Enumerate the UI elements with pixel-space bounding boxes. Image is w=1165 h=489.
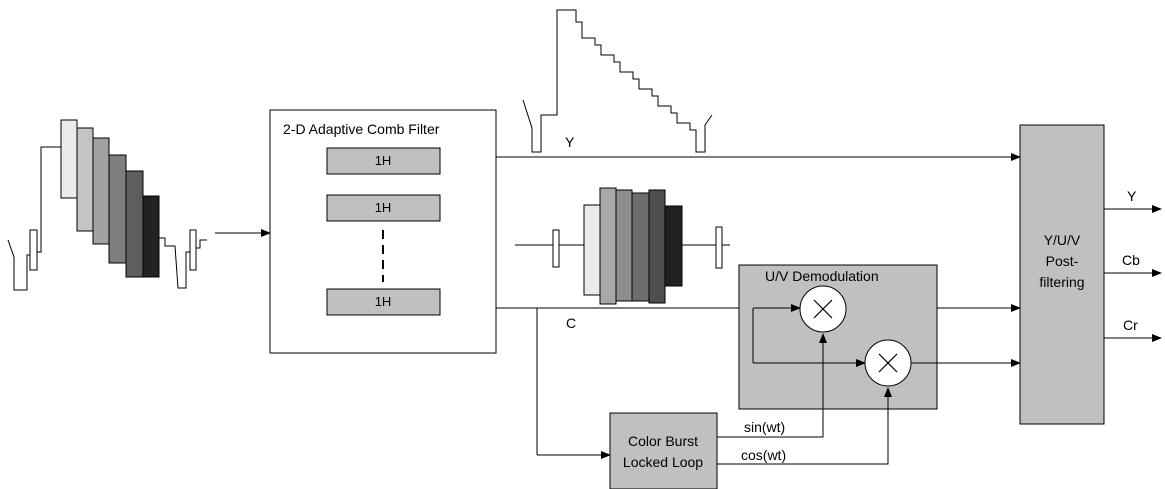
c-signal-label: C	[566, 315, 576, 331]
delay-line-2	[326, 194, 441, 222]
delay-line-3	[326, 288, 441, 316]
luma-waveform	[522, 9, 713, 153]
color-burst-line1: Color Burst	[628, 433, 698, 449]
y-output-label: Y	[1127, 188, 1137, 204]
cos-signal-line	[717, 387, 892, 465]
comb-filter-block: 2-D Adaptive Comb Filter 1H 1H 1H	[269, 109, 497, 354]
cr-output-label: Cr	[1123, 317, 1138, 333]
chroma-waveform	[515, 187, 730, 305]
color-burst-line2: Locked Loop	[623, 454, 703, 470]
uv-demod-title: U/V Demodulation	[765, 268, 879, 284]
color-burst-loop-block: Color Burst Locked Loop	[609, 412, 718, 489]
delay-line-2-label: 1H	[375, 200, 392, 215]
uv-demodulation-block: U/V Demodulation	[738, 264, 938, 410]
y-signal-label: Y	[565, 134, 575, 150]
delay-line-3-label: 1H	[375, 294, 392, 309]
cb-output-label: Cb	[1122, 252, 1140, 268]
sin-label: sin(wt)	[744, 419, 785, 435]
multiplier-v	[864, 339, 912, 387]
comb-filter-title: 2-D Adaptive Comb Filter	[283, 121, 440, 137]
delay-line-1	[326, 147, 441, 175]
post-filter-block: Y/U/V Post- filtering	[1019, 124, 1105, 425]
composite-video-input-waveform	[7, 119, 207, 291]
sin-signal-line	[717, 333, 827, 438]
post-filter-line2: Post-	[1046, 253, 1079, 269]
cos-label: cos(wt)	[741, 447, 786, 463]
multiplier-u	[799, 285, 847, 333]
post-filter-line3: filtering	[1039, 274, 1084, 290]
delay-line-1-label: 1H	[375, 153, 392, 168]
post-filter-line1: Y/U/V	[1044, 232, 1081, 248]
